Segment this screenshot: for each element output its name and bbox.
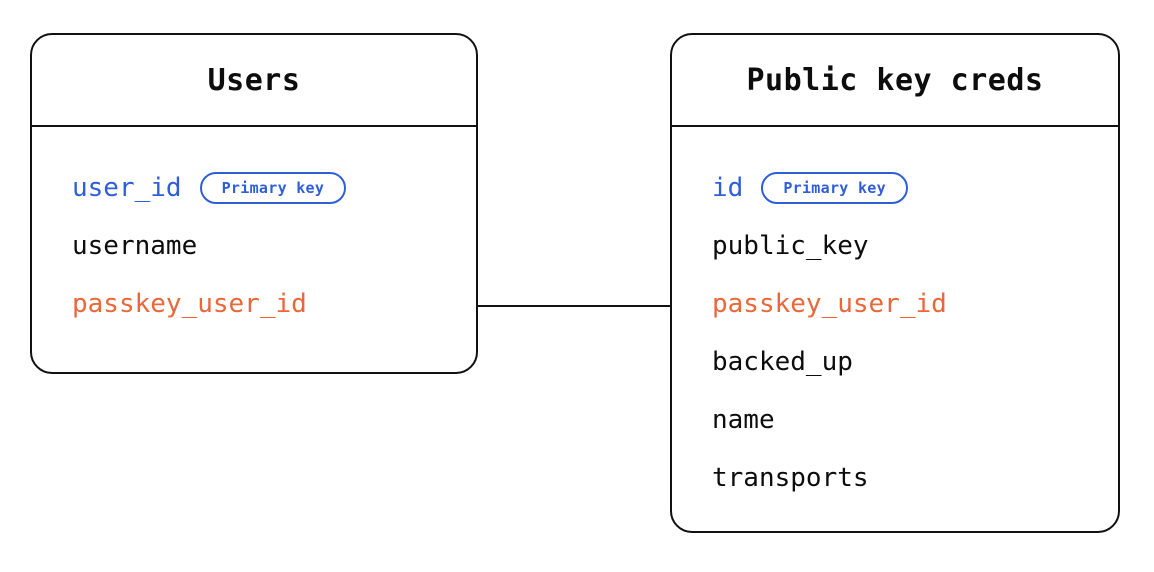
field-name-username: username	[72, 231, 198, 261]
field-name-user-id: user_id	[72, 173, 182, 203]
field-name-passkey-user-id: passkey_user_id	[72, 289, 307, 319]
field-name-passkey-user-id: passkey_user_id	[712, 289, 947, 319]
entity-title-users: Users	[207, 62, 301, 98]
field-row[interactable]: backed_up	[712, 333, 1118, 391]
field-row[interactable]: public_key	[712, 217, 1118, 275]
entity-box-users[interactable]: Users user_id Primary key username passk…	[30, 33, 478, 374]
primary-key-badge: Primary key	[199, 172, 347, 204]
primary-key-badge: Primary key	[761, 172, 908, 204]
field-name-name: name	[712, 405, 775, 435]
field-row[interactable]: name	[712, 391, 1118, 449]
field-name-public-key: public_key	[712, 231, 869, 261]
field-row[interactable]: id Primary key	[712, 159, 1118, 217]
field-list-users: user_id Primary key username passkey_use…	[32, 127, 476, 333]
entity-header-users: Users	[32, 35, 476, 127]
field-row[interactable]: passkey_user_id	[712, 275, 1118, 333]
entity-box-public-key-creds[interactable]: Public key creds id Primary key public_k…	[670, 33, 1120, 533]
field-name-transports: transports	[712, 463, 869, 493]
field-name-id: id	[712, 173, 744, 203]
field-row[interactable]: transports	[712, 449, 1118, 507]
entity-header-public-key-creds: Public key creds	[672, 35, 1118, 127]
field-row[interactable]: passkey_user_id	[72, 275, 476, 333]
relationship-connector-line[interactable]	[476, 305, 672, 307]
field-list-public-key-creds: id Primary key public_key passkey_user_i…	[672, 127, 1118, 507]
entity-title-public-key-creds: Public key creds	[746, 62, 1044, 98]
field-row[interactable]: username	[72, 217, 476, 275]
field-row[interactable]: user_id Primary key	[72, 159, 476, 217]
field-name-backed-up: backed_up	[712, 347, 853, 377]
